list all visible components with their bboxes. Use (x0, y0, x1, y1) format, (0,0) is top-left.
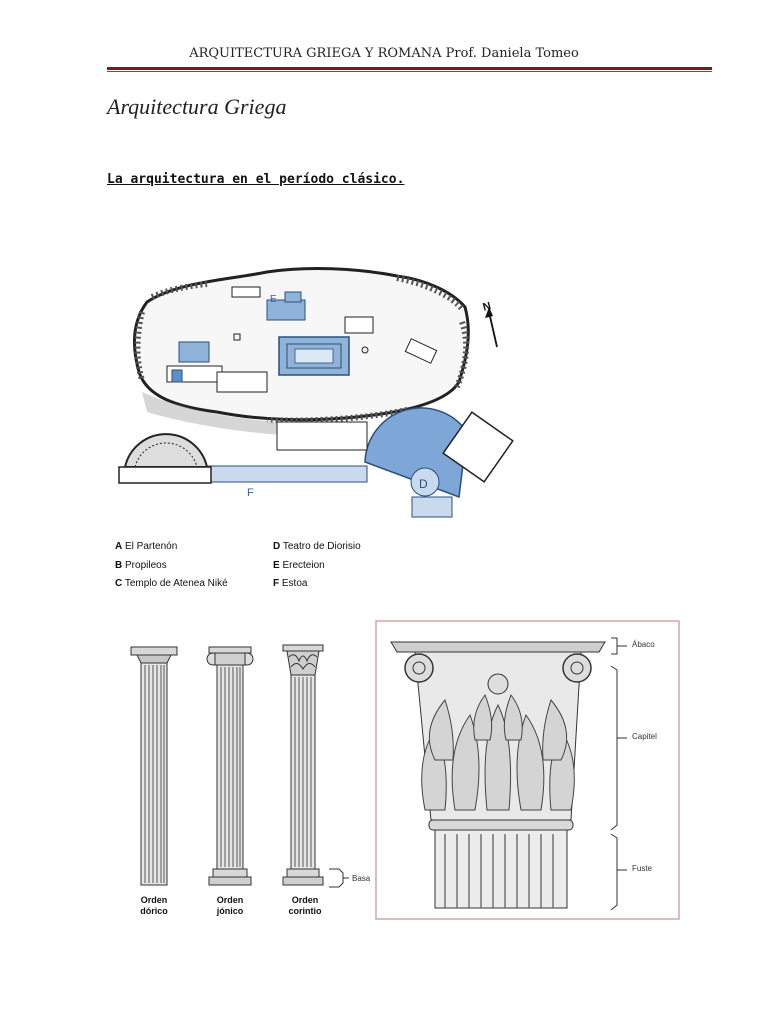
abaco-label: Ábaco (632, 640, 655, 649)
header-rule-thin (107, 71, 712, 72)
north-label: N (482, 300, 493, 314)
doric-column (130, 646, 178, 886)
section-title: La arquitectura en el período clásico. (107, 172, 405, 187)
propylaea-plan (178, 341, 210, 363)
legend-item: D Teatro de Diorisio (273, 541, 361, 552)
page-header: ARQUITECTURA GRIEGA Y ROMANA Prof. Danie… (189, 46, 579, 61)
legend-item: E Erecteion (273, 559, 325, 571)
column-orders-illustration (130, 644, 349, 888)
base-bracket (329, 868, 344, 888)
fuste-bracket (610, 833, 618, 911)
map-label-d: D (419, 477, 428, 491)
map-label-e: E (270, 294, 277, 305)
capitel-bracket (610, 665, 618, 831)
base-label: Basa (352, 874, 371, 883)
abacus-shape (390, 641, 606, 653)
shaft-shape (434, 829, 568, 909)
corinthian-column (282, 644, 324, 886)
header-rule (107, 67, 712, 70)
map-legend-left: A El Partenón B Propileos C Templo de At… (115, 538, 228, 594)
rock-texture (134, 275, 470, 424)
dionysus-theatre-plan (364, 407, 468, 499)
legend-item: C Templo de Atenea Niké (115, 578, 228, 589)
map-legend-right: D Teatro de Diorisio E Erecteion F Estoa (273, 538, 361, 594)
north-arrow (488, 311, 498, 348)
acropolis-map: E F D N (118, 267, 514, 518)
odeon-plan (123, 433, 209, 468)
slope-texture (142, 392, 317, 437)
doric-label: Orden dórico (140, 895, 168, 916)
corinthian-label: Orden corintio (288, 895, 322, 916)
legend-item: B Propileos (115, 559, 167, 571)
ionic-column (206, 646, 254, 886)
fuste-label: Fuste (632, 864, 653, 873)
map-label-f: F (247, 487, 254, 499)
page-title: Arquitectura Griega (107, 94, 287, 119)
legend-item: F Estoa (273, 578, 308, 589)
capitel-label: Capitel (632, 732, 657, 741)
stoa-plan (198, 465, 368, 483)
ionic-label: Orden jónico (216, 895, 244, 916)
legend-item: A El Partenón (115, 541, 178, 552)
corinthian-capital-detail (375, 620, 680, 920)
